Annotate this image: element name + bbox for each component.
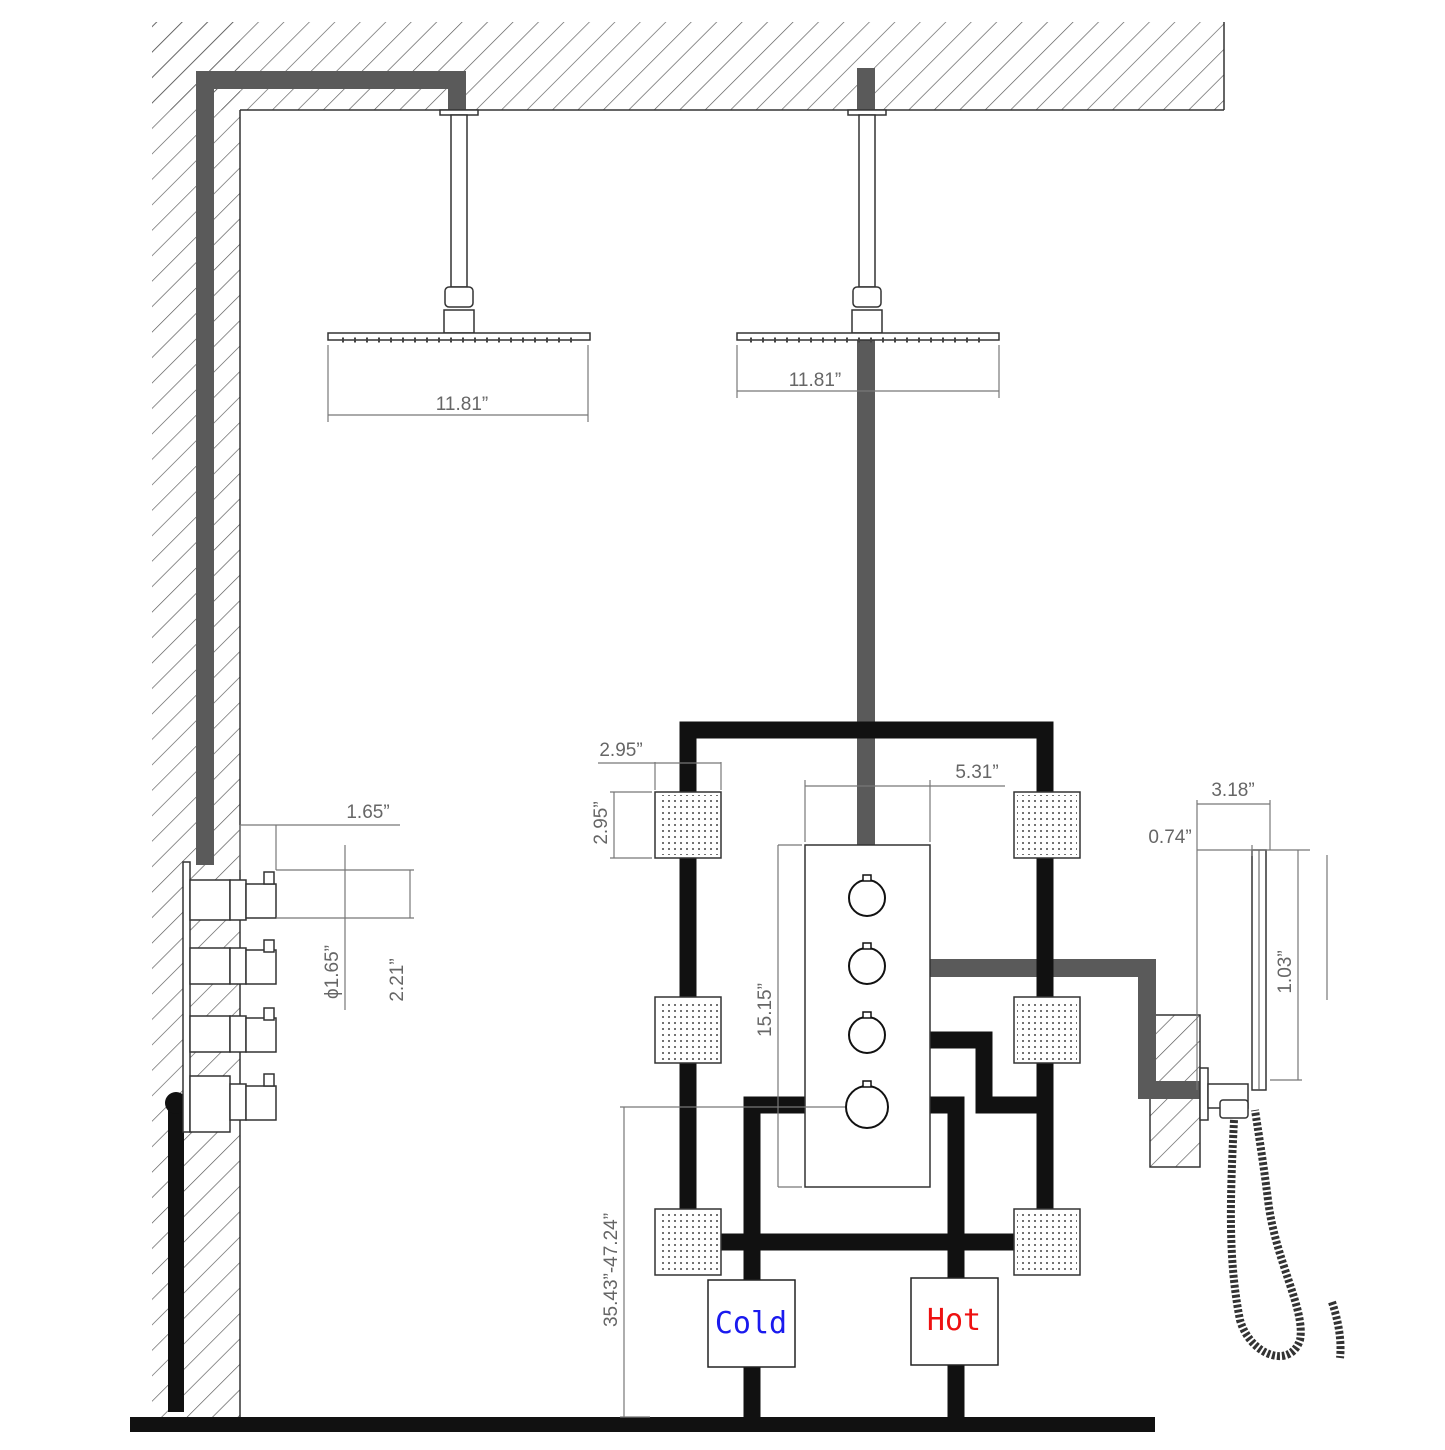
floor [130, 1417, 1155, 1432]
shower-head-left [327, 109, 591, 343]
valve-side-view [182, 861, 277, 1133]
hot-inlet: Hot [910, 1277, 999, 1366]
side-knob [229, 1073, 277, 1121]
body-jets [654, 791, 1081, 1276]
body-jet [1013, 791, 1081, 859]
body-jet [1013, 996, 1081, 1064]
dimension-texts: 11.81” 11.81” 2.95” 2.95” 5.31” 15.15” 3… [322, 370, 1296, 1327]
cold-inlet: Cold [707, 1279, 796, 1368]
dim-handheld-width: 3.18” [1211, 780, 1254, 801]
dim-nozzle-height: 2.95” [591, 801, 612, 844]
dim-handheld-height: 1.03” [1275, 950, 1296, 993]
dim-knob-depth: 1.65” [346, 802, 389, 823]
dim-knob-diameter: ϕ1.65” [322, 945, 343, 999]
shower-head-right [736, 109, 1000, 343]
valve-panel [804, 844, 931, 1188]
dim-valve-height: 15.15” [755, 983, 776, 1037]
body-jet [1013, 1208, 1081, 1276]
side-knob [229, 1007, 277, 1053]
cold-label: Cold [715, 1306, 787, 1341]
dim-install-height: 35.43”-47.24” [601, 1213, 622, 1327]
valve-knob [848, 942, 886, 985]
body-jet [654, 791, 722, 859]
valve-knob [848, 1011, 886, 1054]
handheld-shower [1199, 849, 1345, 1361]
side-knob [229, 871, 277, 921]
dim-head-left-width: 11.81” [436, 394, 488, 415]
side-knob [229, 939, 277, 985]
dim-valve-width: 5.31” [955, 762, 998, 783]
dim-knob-spacing: 2.21” [387, 958, 408, 1001]
dimension-lines [239, 345, 1328, 1418]
ceiling [152, 22, 1225, 111]
body-jet [654, 996, 722, 1064]
hot-label: Hot [927, 1303, 981, 1338]
dim-handheld-offset: 0.74” [1148, 827, 1191, 848]
dim-head-right-width: 11.81” [789, 370, 841, 391]
dim-nozzle-width: 2.95” [599, 740, 642, 761]
valve-knob [848, 874, 886, 917]
body-jet [654, 1208, 722, 1276]
thermostat-knob [845, 1080, 889, 1129]
